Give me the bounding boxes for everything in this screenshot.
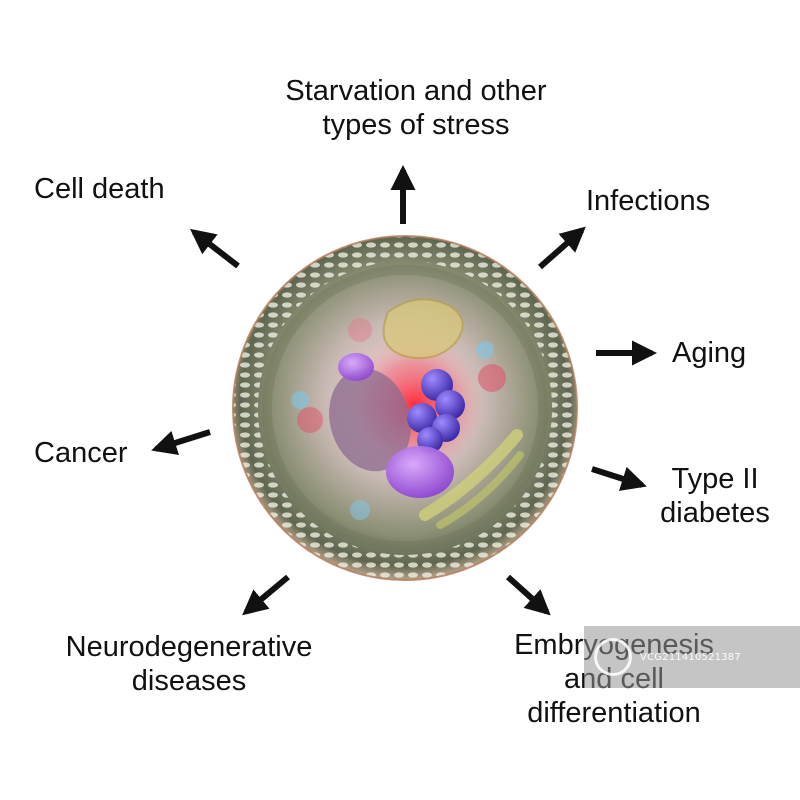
arrows [151,164,658,616]
label-aging: Aging [672,337,747,369]
arrow-cell-death [190,228,240,269]
arrow-neurodegenerative [242,574,290,616]
arrow-diabetes [591,466,647,491]
label-cell-death: Cell death [34,173,165,205]
watermark: VCG211410521387 [584,626,800,688]
label-diabetes: Type II diabetes [660,463,770,529]
label-neurodegenerative: Neurodegenerative diseases [65,631,313,697]
arrow-infections [538,226,586,270]
label-cancer: Cancer [34,437,128,469]
arrow-cancer [151,429,211,455]
cell-illustration [232,235,578,581]
label-starvation: Starvation and other types of stress [285,75,547,141]
watermark-id: VCG211410521387 [640,652,741,663]
label-infections: Infections [586,185,711,217]
watermark-logo-icon [594,638,632,676]
arrow-embryogenesis [505,574,551,616]
